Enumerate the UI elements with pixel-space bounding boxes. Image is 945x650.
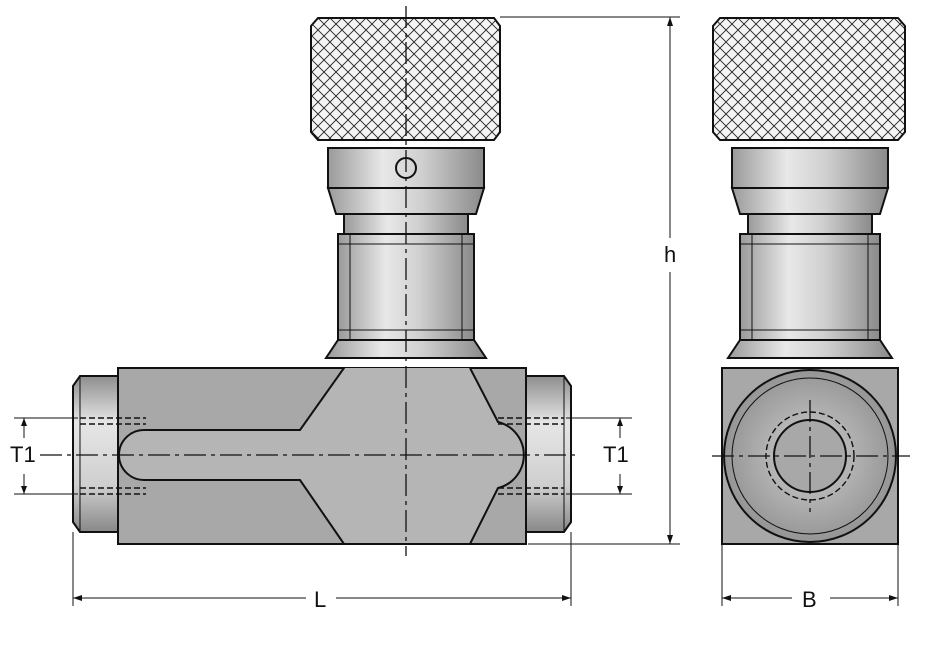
side-collar-taper	[730, 187, 890, 215]
front-view	[40, 6, 580, 556]
side-knurled-knob	[712, 17, 906, 141]
body-slot	[118, 367, 525, 545]
dimension-label-h: h	[664, 242, 676, 267]
side-view	[712, 17, 910, 545]
side-bonnet-base	[726, 339, 894, 359]
arrowhead	[21, 418, 27, 494]
dimension-label-l: L	[314, 587, 326, 612]
dimension-label-t1-right: T1	[603, 442, 629, 467]
side-stem-neck	[747, 213, 873, 235]
dimension-label-t1-left: T1	[10, 442, 36, 467]
dimensions: T1 T1 h L B	[10, 16, 899, 612]
side-hex-bonnet	[739, 233, 881, 341]
dimension-label-b: B	[802, 587, 817, 612]
arrowhead	[617, 418, 623, 494]
side-knob-collar	[731, 147, 889, 189]
